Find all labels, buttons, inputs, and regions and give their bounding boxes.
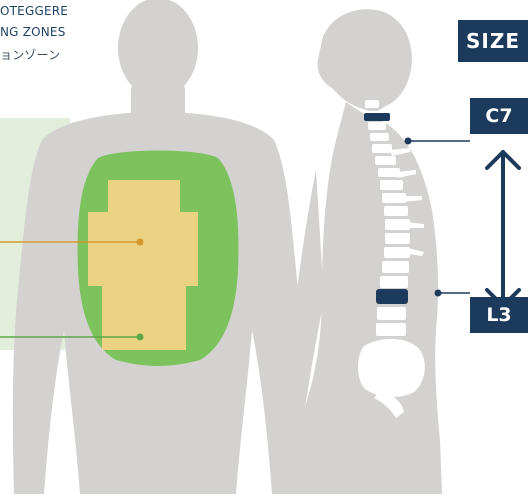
callout-inner-dot [137, 239, 144, 246]
size-arrow-icon [487, 152, 519, 306]
c7-badge: C7 [470, 98, 528, 134]
zone-label-japanese: ョンゾーン [0, 45, 60, 66]
c7-vertebra-highlight [364, 113, 390, 121]
l3-vertebra-highlight [376, 289, 408, 304]
c7-pointer-dot [405, 138, 412, 145]
callout-outer-dot [137, 334, 144, 341]
l3-badge: L3 [470, 297, 528, 333]
zone-label-italian: OTEGGERE [0, 1, 68, 22]
zone-label-english: NG ZONES [0, 22, 66, 43]
size-badge: SIZE [458, 20, 528, 62]
l3-pointer-dot [435, 290, 442, 297]
